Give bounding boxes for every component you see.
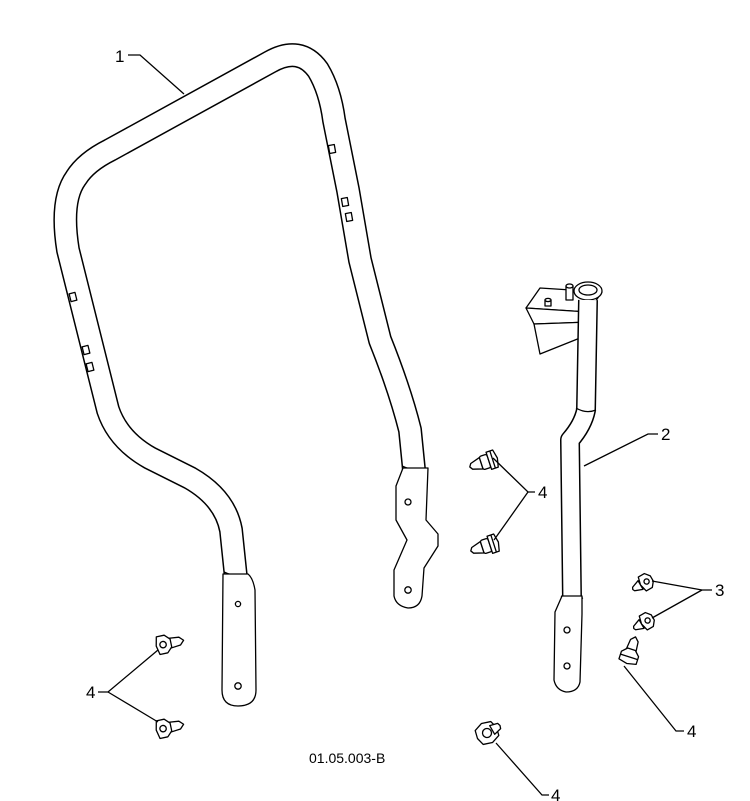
frame-clip-tab <box>327 143 337 155</box>
foot-hole <box>563 626 571 634</box>
callout-label-bracket: 2 <box>661 425 670 444</box>
push-pin-fastener <box>470 533 500 555</box>
pin-fastener <box>632 611 655 631</box>
hex-bolt-fastener <box>155 718 185 740</box>
hex-bolt-fastener <box>618 636 640 666</box>
frame-clip-tab <box>340 196 350 208</box>
frame-clip-tab <box>85 361 95 373</box>
foot-hole <box>404 586 412 594</box>
foot-hole <box>563 662 571 670</box>
callout-label-bolts-left: 4 <box>86 683 95 702</box>
callout-label-bolt-right: 4 <box>687 722 696 741</box>
frame-right-foot-plate <box>393 467 439 609</box>
callout-label-frame: 1 <box>115 47 124 66</box>
hex-bolt-fastener <box>155 634 185 656</box>
foot-hole <box>234 600 242 608</box>
bracket-foot-plate <box>553 595 583 693</box>
callout-label-bolts-center: 4 <box>538 483 547 502</box>
leader-lines <box>98 54 712 796</box>
figure-reference-code: 01.05.003-B <box>309 750 385 766</box>
foot-hole <box>234 682 242 690</box>
tubular-frame-part-1 <box>53 43 439 707</box>
frame-clip-tab <box>344 211 354 223</box>
frame-clip-tab <box>68 291 78 303</box>
frame-clip-tab <box>81 344 91 356</box>
callout-label-pins: 3 <box>715 581 724 600</box>
bracket-arm-part-2 <box>525 281 603 693</box>
push-pin-fastener <box>469 449 499 471</box>
foot-hole <box>404 498 412 506</box>
frame-left-foot-plate <box>221 573 257 707</box>
hex-nut-fastener <box>474 720 502 746</box>
pin-fastener <box>631 572 654 592</box>
callout-label-bolt-bottom: 4 <box>551 786 560 801</box>
